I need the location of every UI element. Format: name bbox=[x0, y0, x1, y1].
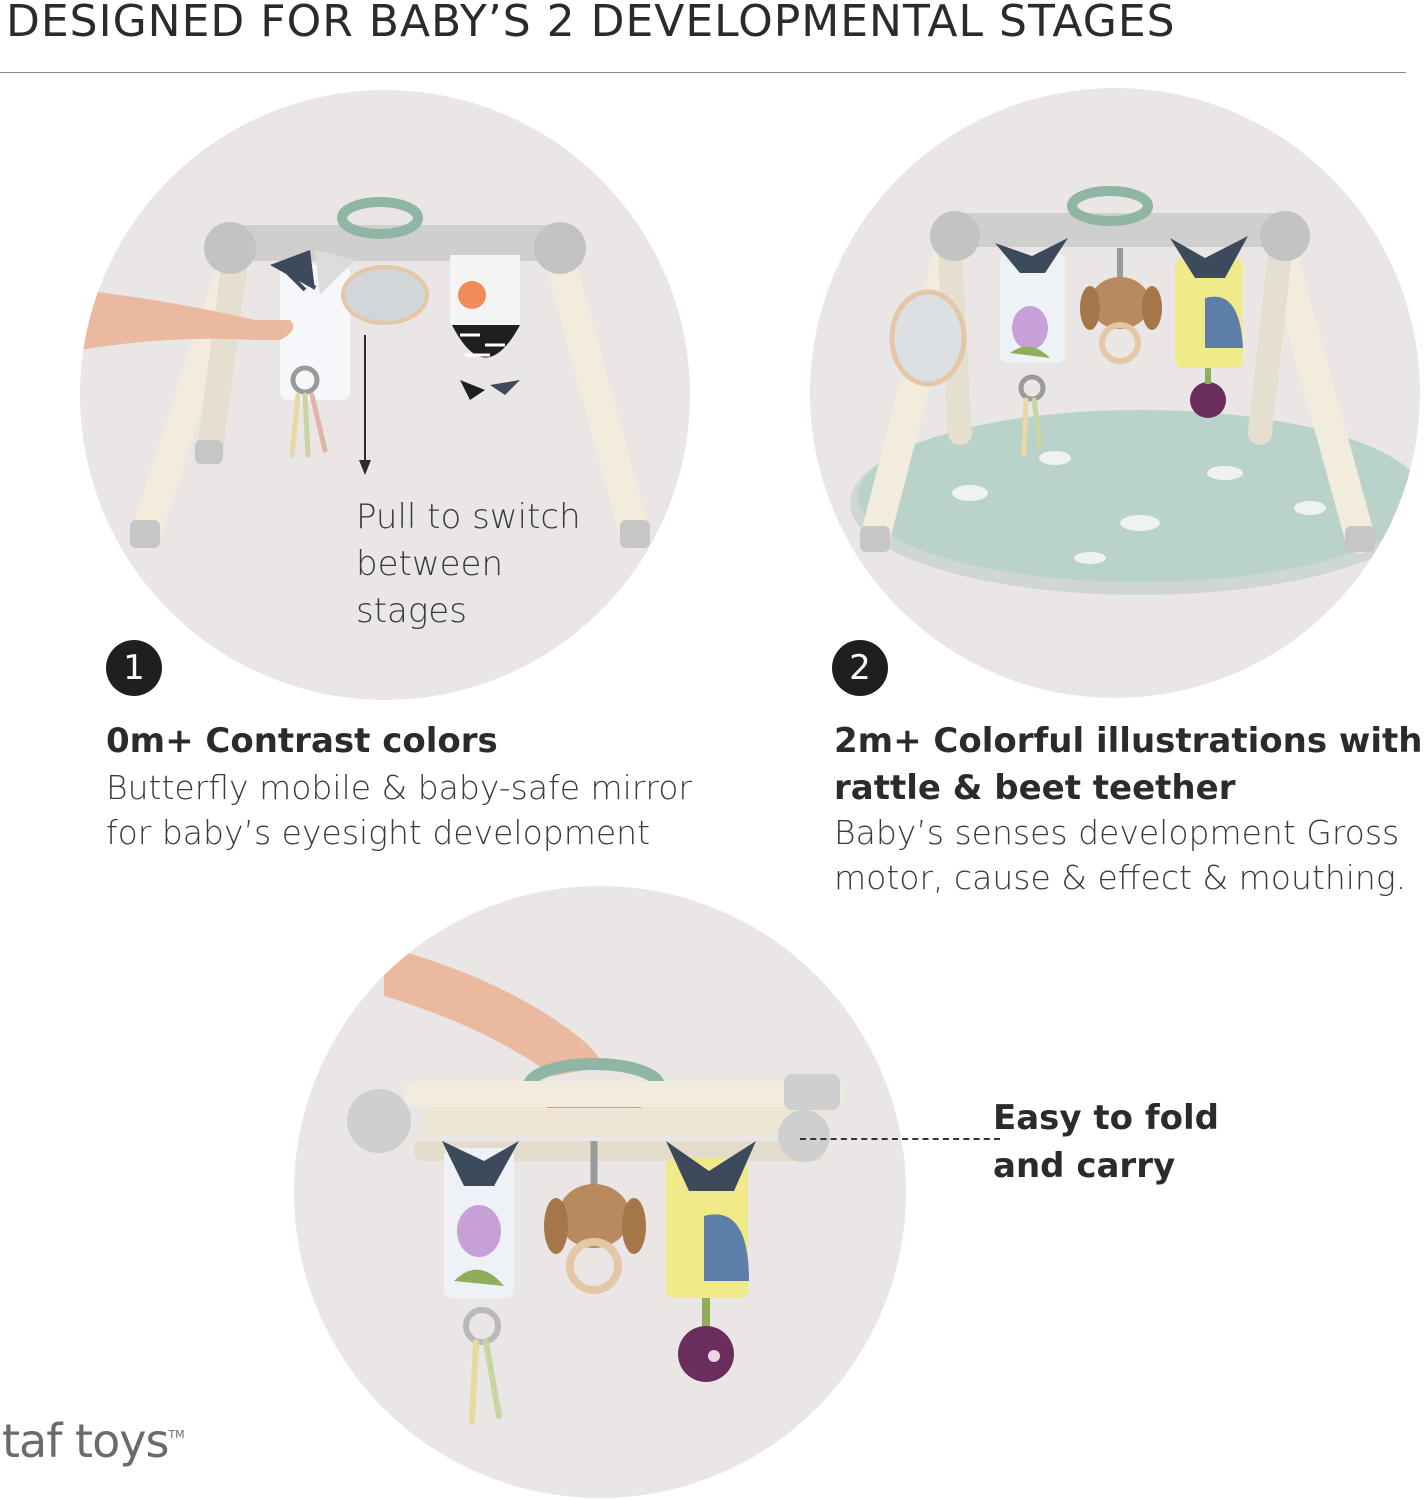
stage2-description-line2: motor, cause & effect & mouthing. bbox=[834, 858, 1407, 897]
mirror-icon bbox=[889, 289, 967, 387]
brand-trademark: TM bbox=[168, 1428, 185, 1441]
bunny-rattle-icon bbox=[558, 1184, 630, 1248]
brand-logo: taf toysTM bbox=[2, 1414, 185, 1468]
fold-note: Easy to fold and carry bbox=[993, 1098, 1219, 1186]
handle-ring-icon bbox=[1067, 186, 1153, 226]
folded-gym-illustration bbox=[347, 946, 844, 1424]
stage1-title: 0m+ Contrast colors bbox=[106, 721, 498, 761]
mirror-icon bbox=[341, 265, 429, 325]
header-divider bbox=[0, 72, 1406, 73]
gym-leg bbox=[197, 247, 248, 463]
beet-teether-icon bbox=[678, 1326, 734, 1382]
hand-icon bbox=[80, 290, 294, 350]
stage1-badge: 1 bbox=[106, 640, 162, 696]
stage1-gym-illustration bbox=[80, 197, 650, 550]
stage2-image bbox=[810, 88, 1420, 698]
stage2-description-line1: Baby’s senses development Gross bbox=[834, 813, 1400, 852]
play-mat bbox=[858, 410, 1420, 582]
gym-leg bbox=[545, 245, 650, 550]
stage1-description-line2: for baby’s eyesight development bbox=[106, 813, 651, 852]
stage1-description-line1: Butterfly mobile & baby-safe mirror bbox=[106, 768, 692, 807]
pull-to-switch-note: Pull to switch between stages bbox=[356, 497, 581, 631]
brand-logo-text: taf toys bbox=[2, 1414, 169, 1468]
stage2-title-line2: rattle & beet teether bbox=[834, 768, 1236, 808]
hand-icon bbox=[384, 946, 604, 1076]
beet-teether-icon bbox=[1190, 382, 1226, 418]
fold-image bbox=[294, 886, 906, 1498]
stage1-image bbox=[80, 90, 690, 700]
page-title: DESIGNED FOR BABY’S 2 DEVELOPMENTAL STAG… bbox=[6, 0, 1176, 47]
handle-ring-icon bbox=[337, 197, 423, 239]
stage2-title-line1: 2m+ Colorful illustrations with bbox=[834, 721, 1423, 761]
stage2-gym-illustration bbox=[850, 186, 1420, 595]
bunny-rattle-icon bbox=[1090, 277, 1150, 329]
fold-callout-line bbox=[800, 1138, 1000, 1140]
stage2-badge: 2 bbox=[832, 640, 888, 696]
